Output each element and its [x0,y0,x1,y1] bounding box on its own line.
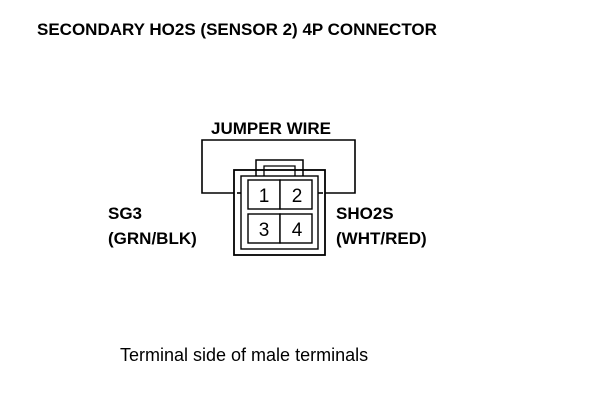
pin-number-1: 1 [259,186,270,207]
diagram-title: SECONDARY HO2S (SENSOR 2) 4P CONNECTOR [37,20,437,39]
jumper-wire [201,139,356,194]
jumper-wire-label: JUMPER WIRE [211,119,331,138]
left-terminal-wire-color: (GRN/BLK) [108,229,197,248]
connector-lock-tab-inner [263,165,296,176]
pin-number-4: 4 [292,220,303,241]
connector-lock-tab [255,159,304,176]
terminal-cell-4 [279,213,313,244]
terminal-cell-2 [279,179,313,210]
right-terminal-wire-color: (WHT/RED) [336,229,427,248]
right-terminal-name: SHO2S [336,204,394,223]
pin-number-2: 2 [292,186,303,207]
pin-number-3: 3 [259,220,270,241]
diagram-caption: Terminal side of male terminals [120,345,369,365]
connector-inner-housing [240,175,319,250]
left-terminal-name: SG3 [108,204,143,223]
terminal-cell-1 [247,179,281,210]
